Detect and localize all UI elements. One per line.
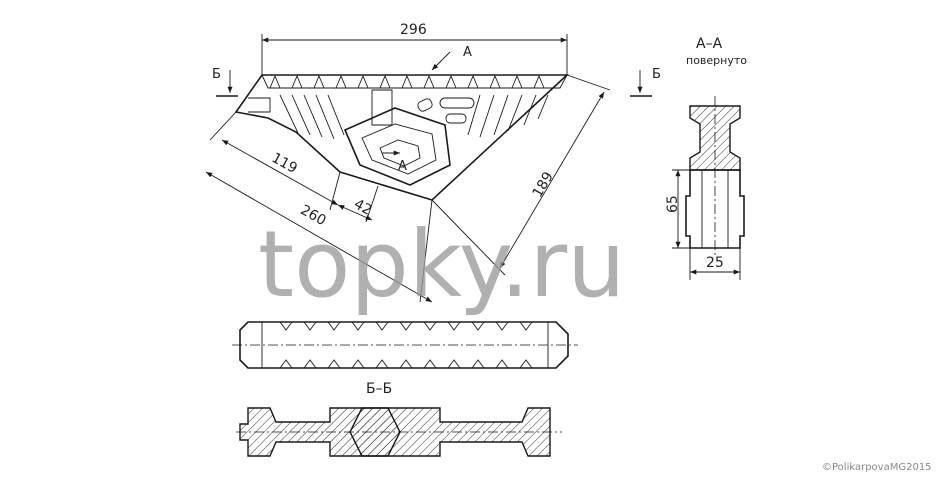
ribs (279, 94, 549, 140)
dim-119-label: 119 (269, 150, 300, 177)
watermark: topky.ru (258, 211, 625, 318)
dim-top-width: 296 (261, 22, 568, 75)
section-b-marks: Б Б (212, 67, 661, 97)
dim-25-label: 25 (706, 255, 724, 271)
copyright: ©PolikarpovaMG2015 (822, 462, 932, 473)
dim-65-label: 65 (665, 195, 681, 213)
section-mark-a: А (463, 45, 472, 60)
top-teeth (269, 74, 545, 89)
dim-top-width-label: 296 (400, 22, 427, 38)
section-aa-title: А–А (696, 36, 723, 52)
section-mark-b-right: Б (652, 67, 661, 82)
section-aa: А–А повернуто 65 25 (665, 36, 747, 280)
section-mark-b-left: Б (212, 67, 221, 82)
plan-notches (279, 321, 533, 369)
dim-189-label: 189 (530, 169, 557, 200)
section-bb-title: Б–Б (366, 381, 392, 397)
plan-view (232, 321, 578, 369)
section-aa-note: повернуто (686, 54, 747, 67)
section-mark-a-inner: А (398, 159, 407, 174)
main-view: А А (234, 45, 570, 201)
section-bb: Б–Б (236, 381, 562, 457)
